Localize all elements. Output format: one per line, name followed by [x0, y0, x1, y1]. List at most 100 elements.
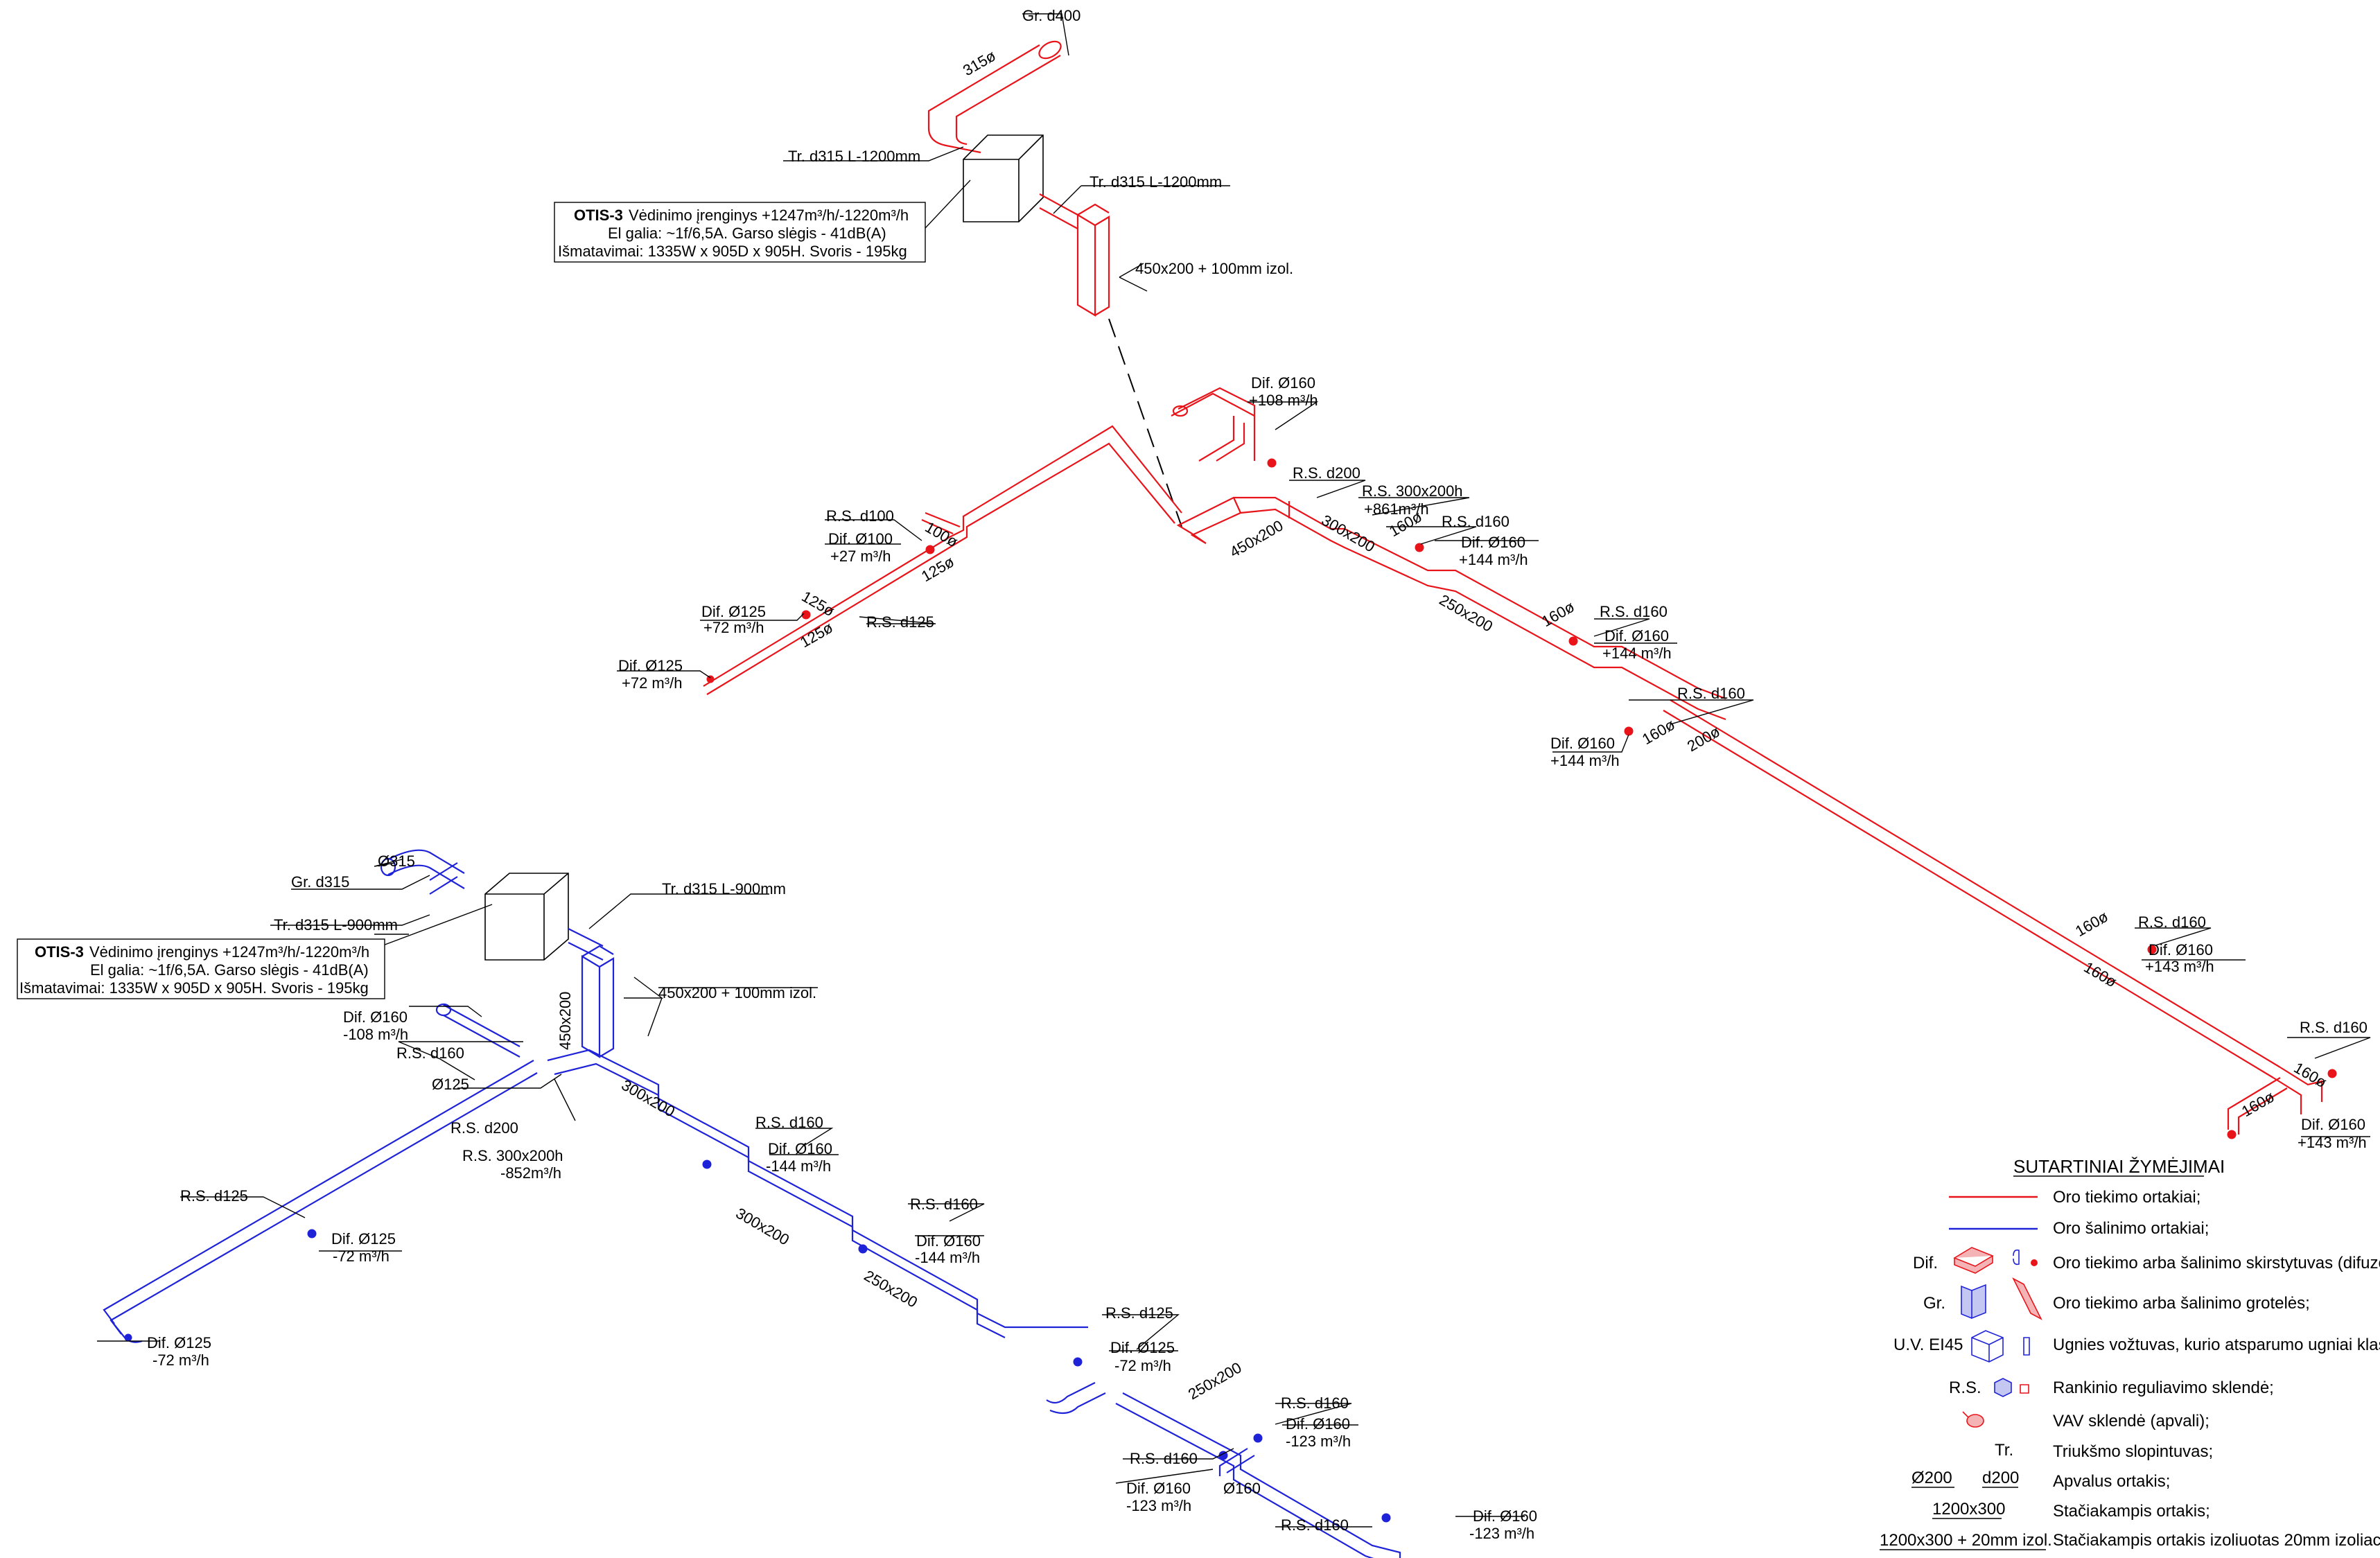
supply-duct-315-label: 315ø	[960, 47, 999, 80]
supply-grille-elbow	[927, 40, 1062, 154]
exhaust-rs-d160-d: R.S. d160	[1281, 1394, 1349, 1412]
supply-dif-100: Dif. Ø100	[828, 530, 893, 548]
exhaust-main-trunk	[547, 1049, 1106, 1415]
legend-tr-text: Triukšmo slopintuvas;	[2053, 1442, 2213, 1461]
exhaust-system	[103, 849, 1401, 1558]
supply-rs-d160-e: R.S. d160	[2300, 1019, 2368, 1036]
supply-duct-125c: 125ø	[797, 619, 836, 651]
supply-flow-143-d: +143 m³/h	[2145, 958, 2214, 975]
supply-duct-160e: 160ø	[2081, 959, 2120, 991]
exhaust-terminals	[124, 1159, 1391, 1523]
supply-system	[703, 40, 2323, 1135]
supply-unit-line1: Vėdinimo įrenginys +1247m³/h/-1220m³/h	[629, 207, 909, 224]
exhaust-silencer-out-label: Tr. d315 L-900mm	[662, 880, 786, 898]
supply-grille-label: Gr. d400	[1022, 7, 1080, 24]
exhaust-flow-72-c: -72 m³/h	[1114, 1357, 1171, 1374]
exhaust-silencer-in-label: Tr. d315 L-900mm	[274, 916, 398, 934]
supply-top-branch	[1171, 387, 1256, 462]
supply-rs-d160-d: R.S. d160	[2138, 913, 2206, 931]
legend-fire-valve-icon	[1971, 1330, 2030, 1363]
legend-damper-icon	[1994, 1378, 2029, 1397]
supply-unit-info: OTIS-3 Vėdinimo įrenginys +1247m³/h/-122…	[554, 202, 926, 263]
legend-rect-text: Stačiakampis ortakis;	[2053, 1502, 2210, 1521]
exhaust-unit-line3: Išmatavimai: 1335W x 905D x 905H. Svoris…	[19, 979, 369, 997]
exhaust-dif-125-c: Dif. Ø125	[1110, 1339, 1175, 1356]
exhaust-rs-d125-b: R.S. d125	[1105, 1304, 1173, 1322]
exhaust-rs-d125-a: R.S. d125	[180, 1187, 248, 1205]
exhaust-rs-d160-e: R.S. d160	[1130, 1450, 1198, 1467]
supply-duct-125a: 125ø	[918, 553, 957, 586]
exhaust-dif-160-c: Dif. Ø160	[916, 1232, 981, 1250]
supply-rs-d100: R.S. d100	[826, 507, 894, 525]
supply-dif-top-flow: +108 m³/h	[1249, 392, 1318, 409]
supply-labels: Gr. d400 315ø Tr. d315 L-1200mm Tr. d315…	[554, 7, 2368, 1151]
supply-dif-160-b: Dif. Ø160	[1604, 627, 1669, 645]
exhaust-rs-d160-c: R.S. d160	[910, 1196, 978, 1213]
legend-grille-icon	[1961, 1277, 2042, 1320]
exhaust-flow-144-c: -144 m³/h	[915, 1249, 980, 1266]
exhaust-flow-108: -108 m³/h	[343, 1026, 408, 1043]
supply-flow-72-b: +72 m³/h	[622, 674, 682, 692]
exhaust-lower-branch	[1115, 1392, 1401, 1558]
supply-dif-top-name: Dif. Ø160	[1251, 374, 1315, 392]
legend-dif-abbr: Dif.	[1913, 1254, 1938, 1272]
supply-rs-d200-label: R.S. d200	[1293, 464, 1360, 482]
exhaust-duct-450-label: 450x200 + 100mm izol.	[658, 984, 816, 1001]
exhaust-dif-160-a: Dif. Ø160	[343, 1008, 408, 1026]
exhaust-dif-160-f: Dif. Ø160	[1473, 1507, 1537, 1525]
exhaust-grille	[380, 849, 465, 895]
exhaust-duct-300x200b: 300x200	[733, 1205, 793, 1249]
supply-rs-d125: R.S. d125	[866, 613, 934, 631]
supply-dif-160-a: Dif. Ø160	[1461, 534, 1525, 551]
supply-dashed-connector	[1108, 318, 1182, 527]
exhaust-flow-72-a: -72 m³/h	[333, 1248, 390, 1265]
legend-gr-text: Oro tiekimo arba šalinimo grotelės;	[2053, 1294, 2310, 1313]
legend-supply-text: Oro tiekimo ortakiai;	[2053, 1188, 2200, 1207]
exhaust-unit-info: OTIS-3 Vėdinimo įrenginys +1247m³/h/-122…	[17, 938, 385, 999]
supply-200-branch	[1663, 699, 2323, 1135]
supply-duct-160g: 160ø	[2239, 1088, 2277, 1121]
legend-rect-sym: 1200x300	[1932, 1500, 2005, 1518]
exhaust-dif-125-a: Dif. Ø125	[331, 1230, 396, 1248]
supply-unit-line2: El galia: ~1f/6,5A. Garso slėgis - 41dB(…	[608, 225, 886, 242]
exhaust-duct-250x200b: 250x200	[1185, 1358, 1245, 1403]
exhaust-riser	[568, 928, 615, 1058]
exhaust-d160: Ø160	[1223, 1480, 1261, 1497]
exhaust-unit-box	[484, 873, 569, 961]
legend-exhaust-text: Oro šalinimo ortakiai;	[2053, 1219, 2209, 1238]
exhaust-duct-300x200a: 300x200	[619, 1076, 679, 1121]
supply-duct-160d: 160ø	[2072, 908, 2111, 940]
exhaust-d315: Ø315	[378, 852, 415, 870]
exhaust-flow-144-b: -144 m³/h	[766, 1157, 831, 1175]
exhaust-flow-123-e: -123 m³/h	[1126, 1497, 1191, 1514]
legend-rect-ins-text: Stačiakampis ortakis izoliuotas 20mm izo…	[2053, 1531, 2380, 1550]
legend-round-sym1: Ø200	[1911, 1469, 1952, 1487]
legend-rs-abbr: R.S.	[1949, 1378, 1981, 1397]
supply-silencer-out-label: Tr. d315 L-1200mm	[1090, 173, 1222, 191]
exhaust-top-diffuser-run	[435, 1003, 520, 1058]
supply-duct-450-label: 450x200 + 100mm izol.	[1135, 260, 1293, 277]
exhaust-labels: Ø315 Gr. d315 Tr. d315 L-900mm Tr. d315 …	[17, 852, 1537, 1542]
exhaust-left-run	[103, 1060, 538, 1343]
legend-gr-abbr: Gr.	[1923, 1294, 1945, 1313]
exhaust-rs-300x200h: R.S. 300x200h	[462, 1147, 563, 1164]
supply-main-trunk	[1176, 496, 1726, 721]
exhaust-rs-d160-f: R.S. d160	[1281, 1516, 1349, 1534]
supply-rs-d160-b: R.S. d160	[1600, 603, 1668, 620]
legend-title: SUTARTINIAI ŽYMĖJIMAI	[2013, 1156, 2225, 1177]
exhaust-rs-d200: R.S. d200	[450, 1119, 518, 1137]
supply-dif-160-d: Dif. Ø160	[2149, 941, 2213, 959]
exhaust-dif-160-e: Dif. Ø160	[1126, 1480, 1191, 1497]
supply-rs-300x200h-label: R.S. 300x200h	[1362, 482, 1463, 500]
exhaust-flow-123-f: -123 m³/h	[1469, 1525, 1534, 1542]
legend-diffuser-icon	[1953, 1247, 2038, 1274]
exhaust-grille-label: Gr. d315	[291, 873, 349, 891]
leader-lines	[97, 13, 2371, 1528]
legend-round-sym2: d200	[1982, 1469, 2019, 1487]
exhaust-duct-450x200: 450x200	[557, 992, 574, 1050]
supply-rs-d160-c: R.S. d160	[1677, 685, 1745, 702]
exhaust-flow-72-b: -72 m³/h	[152, 1351, 209, 1369]
exhaust-dif-160-d: Dif. Ø160	[1286, 1415, 1350, 1433]
supply-duct-160c: 160ø	[1639, 716, 1678, 749]
